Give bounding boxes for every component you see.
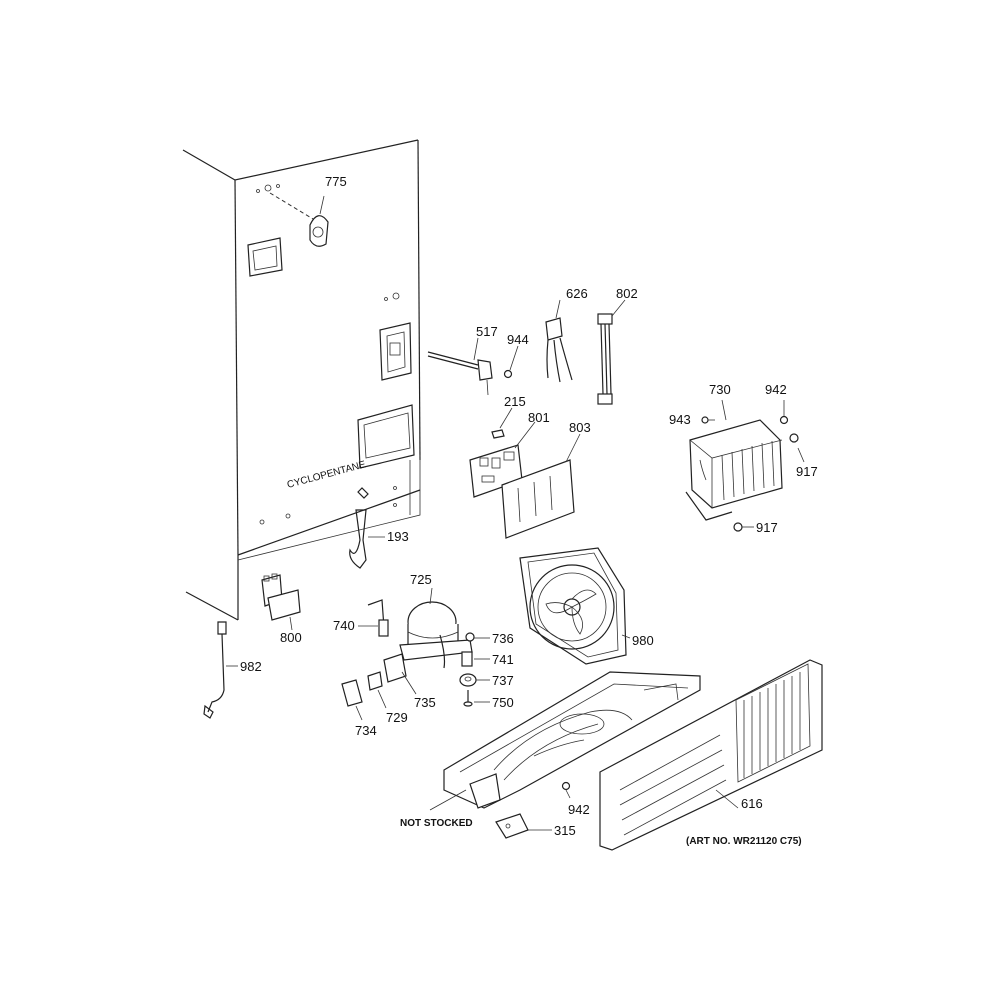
part-942a bbox=[779, 400, 789, 425]
callout-741: 741 bbox=[492, 652, 514, 667]
part-729 bbox=[367, 671, 387, 709]
callout-labels: 775 626 802 517 944 215 801 803 730 942 … bbox=[240, 174, 818, 847]
callout-730: 730 bbox=[709, 382, 731, 397]
part-917a bbox=[789, 433, 805, 463]
part-616 bbox=[599, 659, 823, 851]
not-stocked-label: NOT STOCKED bbox=[400, 818, 473, 829]
callout-917-bottom: 917 bbox=[756, 520, 778, 535]
part-800 bbox=[261, 573, 301, 631]
base-pan bbox=[429, 671, 701, 811]
part-741 bbox=[461, 651, 490, 667]
callout-917-top: 917 bbox=[796, 464, 818, 479]
part-802 bbox=[597, 299, 626, 405]
callout-735: 735 bbox=[414, 695, 436, 710]
part-730 bbox=[685, 399, 783, 521]
callout-315: 315 bbox=[554, 823, 576, 838]
part-626 bbox=[545, 299, 573, 383]
callout-944: 944 bbox=[507, 332, 529, 347]
callout-616: 616 bbox=[741, 796, 763, 811]
callout-750: 750 bbox=[492, 695, 514, 710]
callout-215: 215 bbox=[504, 394, 526, 409]
part-193 bbox=[349, 487, 385, 569]
part-944 bbox=[503, 345, 519, 379]
callout-803: 803 bbox=[569, 420, 591, 435]
callout-943: 943 bbox=[669, 412, 691, 427]
callout-980: 980 bbox=[632, 633, 654, 648]
callout-801: 801 bbox=[528, 410, 550, 425]
part-803 bbox=[501, 433, 581, 539]
callout-193: 193 bbox=[387, 529, 409, 544]
callout-775: 775 bbox=[325, 174, 347, 189]
part-735 bbox=[383, 653, 417, 695]
part-942b bbox=[561, 781, 571, 799]
callout-626: 626 bbox=[566, 286, 588, 301]
callout-734: 734 bbox=[355, 723, 377, 738]
callout-800: 800 bbox=[280, 630, 302, 645]
part-982 bbox=[203, 621, 238, 719]
part-737 bbox=[459, 673, 490, 687]
part-517 bbox=[427, 337, 493, 396]
callout-740: 740 bbox=[333, 618, 355, 633]
part-740 bbox=[358, 599, 389, 637]
callout-725: 725 bbox=[410, 572, 432, 587]
part-734 bbox=[341, 679, 363, 721]
callout-942-top: 942 bbox=[765, 382, 787, 397]
part-775 bbox=[269, 192, 329, 247]
part-736 bbox=[465, 632, 490, 642]
cabinet-label: CYCLOPENTANE bbox=[286, 459, 367, 491]
part-215 bbox=[491, 407, 513, 439]
callout-802: 802 bbox=[616, 286, 638, 301]
part-980 bbox=[519, 547, 631, 665]
callout-982: 982 bbox=[240, 659, 262, 674]
callout-942-bottom: 942 bbox=[568, 802, 590, 817]
part-725 bbox=[399, 587, 473, 669]
callout-736: 736 bbox=[492, 631, 514, 646]
callout-737: 737 bbox=[492, 673, 514, 688]
part-917b bbox=[733, 522, 754, 532]
art-number: (ART NO. WR21120 C75) bbox=[686, 836, 802, 847]
callout-729: 729 bbox=[386, 710, 408, 725]
part-750 bbox=[463, 690, 490, 707]
part-315 bbox=[495, 813, 552, 839]
part-943 bbox=[701, 416, 715, 424]
callout-517: 517 bbox=[476, 324, 498, 339]
